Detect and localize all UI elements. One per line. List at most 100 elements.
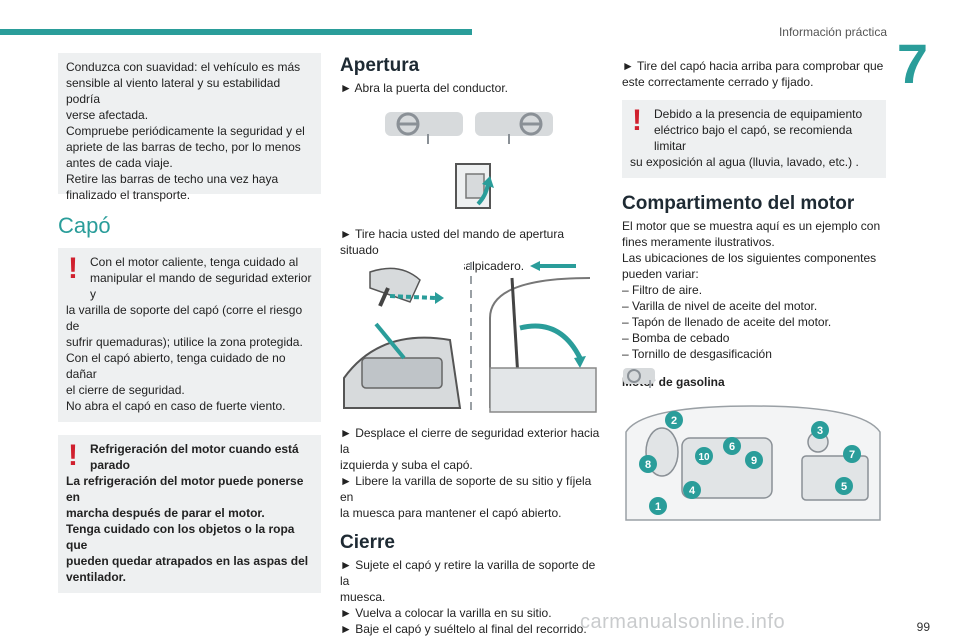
callout-badge [665, 411, 683, 429]
hood-opening-figure [340, 258, 597, 416]
step-check-closed: ► Tire del capó hacia arriba para compro… [622, 59, 884, 73]
latch-illustration [369, 267, 421, 303]
notice-line: Compruebe periódicamente la seguridad y … [66, 124, 305, 138]
step-safety-catch: ► Desplace el cierre de seguridad exteri… [340, 426, 600, 456]
pull-arrow-icon [476, 183, 490, 206]
warning-line: ventilador. [66, 570, 127, 584]
step-support-rod-cont: la muesca para mantener el capó abierto. [340, 506, 562, 520]
engine-intro: El motor que se muestra aquí es un ejemp… [622, 218, 886, 282]
engine-text-line: Las ubicaciones de los siguientes compon… [622, 251, 877, 265]
list-item: – Filtro de aire. [622, 283, 703, 297]
callout-label: 9 [751, 455, 757, 467]
callout-label: 1 [655, 501, 661, 513]
column-1: Conduzca con suavidad: el vehículo es má… [58, 53, 321, 593]
callout-label: 4 [689, 485, 696, 497]
cierre-step: ► Vuelva a colocar la varilla en su siti… [340, 606, 552, 620]
callout-label: 5 [841, 481, 847, 493]
step-pull-lever: ► Tire hacia usted del mando de apertura… [340, 227, 565, 257]
step-open-door: ► Abra la puerta del conductor. [340, 81, 508, 95]
engine-text-line: pueden variar: [622, 267, 699, 281]
callout-label: 8 [645, 459, 651, 471]
page-number: 99 [916, 620, 930, 634]
list-item: – Bomba de cebado [622, 331, 730, 345]
cierre-step: ► Sujete el capó y retire la varilla de … [340, 558, 596, 588]
section-header-title: Información práctica [778, 25, 887, 39]
column-2-lower: ► Desplace el cierre de seguridad exteri… [340, 425, 602, 637]
step-check-closed-cont: este correctamente cerrado y fijado. [622, 75, 814, 89]
callout-badge [745, 451, 763, 469]
cierre-step: ► Baje el capó y suéltelo al final del r… [340, 622, 587, 636]
chapter-number: 7 [896, 32, 928, 95]
warning-line: el cierre de seguridad. [66, 383, 185, 397]
callout-badge [811, 421, 829, 439]
callout-label: 3 [817, 425, 823, 437]
watermark: carmanualsonline.info [580, 611, 786, 633]
dashboard-right-illustration [475, 112, 553, 136]
callout-label: 10 [698, 452, 710, 463]
steering-wheel-figure [385, 112, 553, 144]
step-safety-catch-cont: izquierda y suba el capó. [340, 458, 473, 472]
warning-line: manipular el mando de seguridad exterior… [90, 271, 312, 301]
warning-line: sufrir quemaduras); utilice la zona prot… [66, 335, 303, 349]
callout-label: 6 [729, 441, 735, 453]
callout-badge [695, 447, 713, 465]
warning-line: la varilla de soporte del capó (corre el… [66, 303, 303, 333]
callout-badge [723, 437, 741, 455]
header-accent-bar [0, 29, 472, 35]
list-item: – Tapón de llenado de aceite del motor. [622, 315, 832, 329]
warning-icon: ! [632, 104, 642, 137]
roof-bars-notice: Conduzca con suavidad: el vehículo es má… [58, 53, 321, 202]
section-title-engine: Compartimento del motor [622, 193, 855, 214]
notice-line: sensible al viento lateral y su estabili… [66, 76, 281, 106]
engine-text-line: El motor que se muestra aquí es un ejemp… [622, 219, 881, 233]
notice-line: verse afectada. [66, 108, 149, 122]
engine-cooling-warning: ! Refrigeración del motor cuando está pa… [58, 435, 321, 593]
cierre-step: muesca. [340, 590, 386, 604]
callout-group: 1 2 3 4 5 6 7 8 9 10 [639, 411, 861, 515]
step-support-rod: ► Libere la varilla de soporte de su sit… [340, 474, 592, 504]
list-item: – Varilla de nivel de aceite del motor. [622, 299, 818, 313]
component-list: – Filtro de aire. – Varilla de nivel de … [622, 282, 886, 362]
callout-label: 7 [849, 449, 855, 461]
callout-badge [639, 455, 657, 473]
warning-line: eléctrico bajo el capó, se recomienda li… [654, 123, 853, 153]
warning-line: Tenga cuidado con los objetos o la ropa … [66, 522, 295, 552]
callout-badge [843, 445, 861, 463]
gasoline-engine-title: Motor de gasolina [622, 375, 725, 389]
open-hood-illustration [489, 277, 591, 408]
warning-line: marcha después de parar el motor. [66, 506, 265, 520]
warning-title-line: parado [90, 458, 131, 472]
grille-illustration [361, 357, 443, 389]
engine-bay-illustration [489, 367, 597, 413]
electrical-warning: ! Debido a la presencia de equipamiento … [622, 100, 886, 178]
warning-line: La refrigeración del motor puede ponerse… [66, 474, 304, 504]
warning-icon: ! [68, 439, 78, 472]
dashboard-left-illustration [385, 112, 463, 136]
warning-line: Debido a la presencia de equipamiento [654, 107, 863, 121]
warning-line: su exposición al agua (lluvia, lavado, e… [630, 155, 859, 169]
release-lever-figure [455, 163, 494, 209]
support-rod-illustration [510, 277, 520, 379]
battery-illustration [801, 455, 869, 501]
steering-wheel-small-figure [623, 368, 655, 388]
callout-label: 2 [671, 415, 677, 427]
column-3: ► Tire del capó hacia arriba para compro… [622, 58, 886, 390]
hot-engine-warning: ! Con el motor caliente, tenga cuidado a… [58, 248, 321, 422]
warning-line: Con el motor caliente, tenga cuidado al [90, 255, 299, 269]
notice-line: Retire las barras de techo una vez haya [66, 172, 279, 186]
callout-badge [683, 481, 701, 499]
section-title-cierre: Cierre [340, 532, 395, 553]
notice-line: apriete de las barras de techo, por lo m… [66, 140, 301, 154]
callout-badge [835, 477, 853, 495]
warning-line: Con el capó abierto, tenga cuidado de no… [66, 351, 286, 381]
steering-wheel-icon [627, 369, 641, 383]
hood-lift-arrow-icon [519, 323, 583, 360]
section-title-capo: Capó [58, 213, 111, 238]
notice-line: Conduzca con suavidad: el vehículo es má… [66, 60, 301, 74]
warning-title-line: Refrigeración del motor cuando está [90, 442, 299, 456]
notice-line: antes de cada viaje. [66, 156, 173, 170]
warning-line: No abra el capó en caso de fuerte viento… [66, 399, 286, 413]
warning-line: pueden quedar atrapados en las aspas del [66, 554, 309, 568]
warning-icon: ! [68, 252, 78, 285]
engine-text-line: fines meramente ilustrativos. [622, 235, 775, 249]
